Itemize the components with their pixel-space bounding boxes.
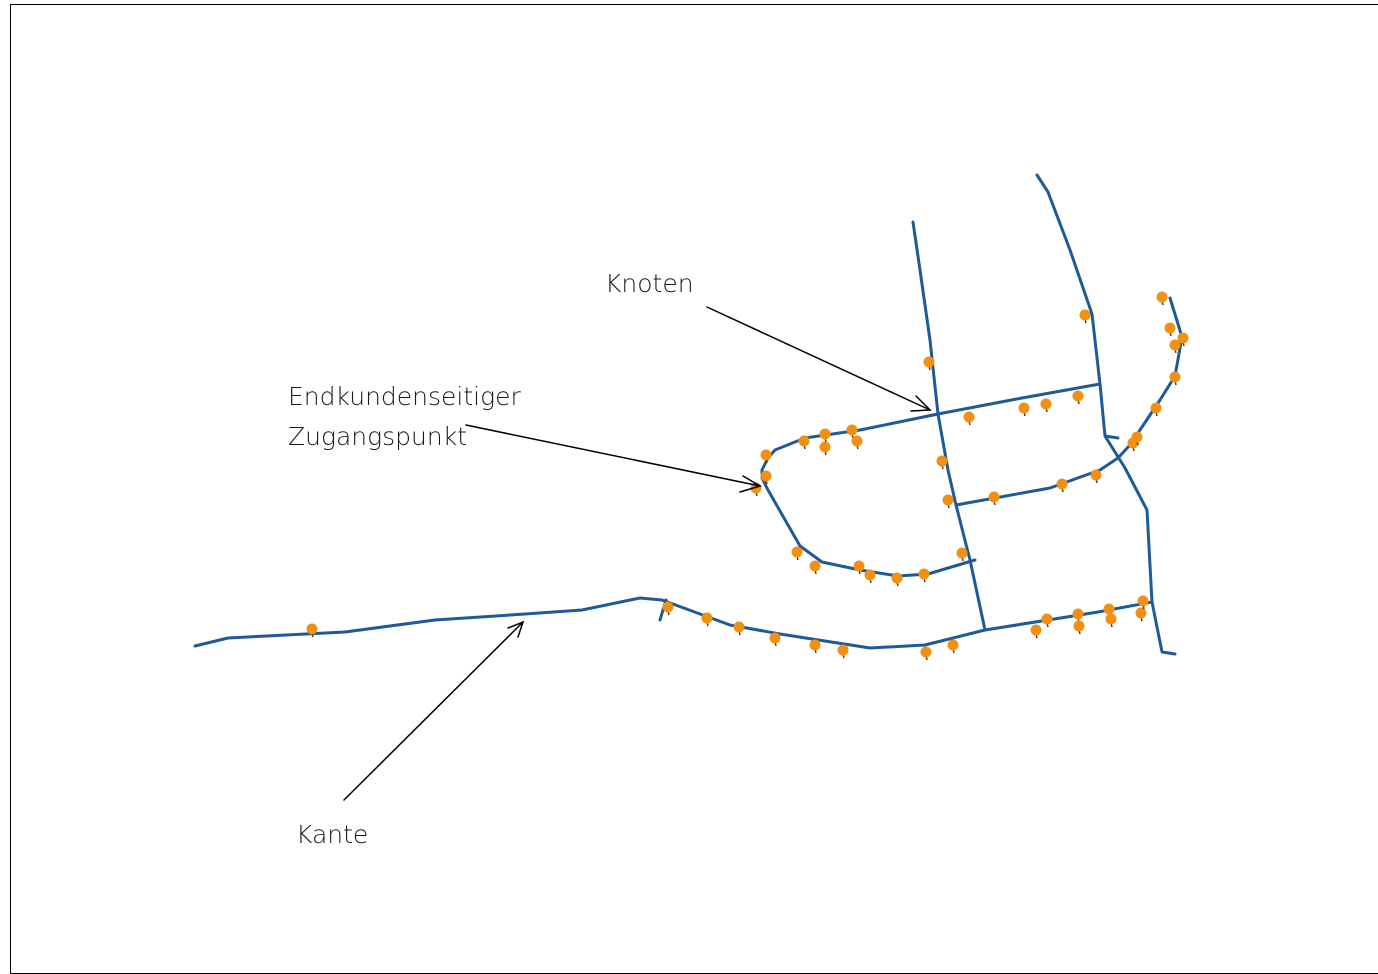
edge-right-hook [1128,296,1184,447]
access-point [733,621,745,633]
edge-right-diagonal [1103,434,1177,656]
access-point [1169,339,1181,351]
access-point [1072,390,1084,402]
access-point [819,441,831,453]
access-point [1105,613,1117,625]
access-point [1090,469,1102,481]
access-point [988,491,1000,503]
access-point [1079,309,1091,321]
access-point [798,435,810,447]
label-knoten: Knoten [605,269,694,298]
access-point [920,646,932,658]
access-point [864,569,876,581]
access-point [769,632,781,644]
access-point [1056,478,1068,490]
access-point [1177,332,1189,344]
access-point [837,644,849,656]
access-point [1164,322,1176,334]
access-point [701,612,713,624]
access-point [1073,620,1085,632]
edge-loop-left [760,456,977,578]
label-endkunden-line1: Endkundenseitiger [288,382,521,411]
arrow-endkunden [465,424,762,493]
access-point [1150,402,1162,414]
access-point [923,356,935,368]
access-point [918,568,930,580]
network-edges [193,173,1184,656]
edge-main-west [193,596,664,648]
access-point [662,601,674,613]
access-point [809,560,821,572]
edge-central-vertical [911,220,987,632]
access-point [1040,398,1052,410]
access-point [1137,595,1149,607]
access-point [1030,624,1042,636]
access-point [760,449,772,461]
edge-middle-horizontal [954,443,1132,507]
access-point [1018,402,1030,414]
access-point [942,494,954,506]
access-point [819,428,831,440]
access-point [1135,607,1147,619]
access-point [1156,291,1168,303]
access-point [956,547,968,559]
arrow-knoten [706,306,932,412]
label-kante: Kante [296,820,368,849]
access-point [809,639,821,651]
access-point [853,560,865,572]
access-point [1131,431,1143,443]
access-point [846,424,858,436]
edge-loop-upper [766,382,1102,460]
access-point [1169,371,1181,383]
access-point [1072,608,1084,620]
access-point [891,572,903,584]
access-point [851,435,863,447]
access-point [963,411,975,423]
access-point [306,623,318,635]
access-point [760,470,772,482]
access-point [947,639,959,651]
access-point [1103,603,1115,615]
access-points [306,291,1189,661]
access-point [791,546,803,558]
arrow-kante [343,620,525,801]
access-point [1041,613,1053,625]
access-point [936,455,948,467]
annotation-arrows [343,306,932,801]
label-endkunden-line2: Zugangspunkt [288,422,467,451]
